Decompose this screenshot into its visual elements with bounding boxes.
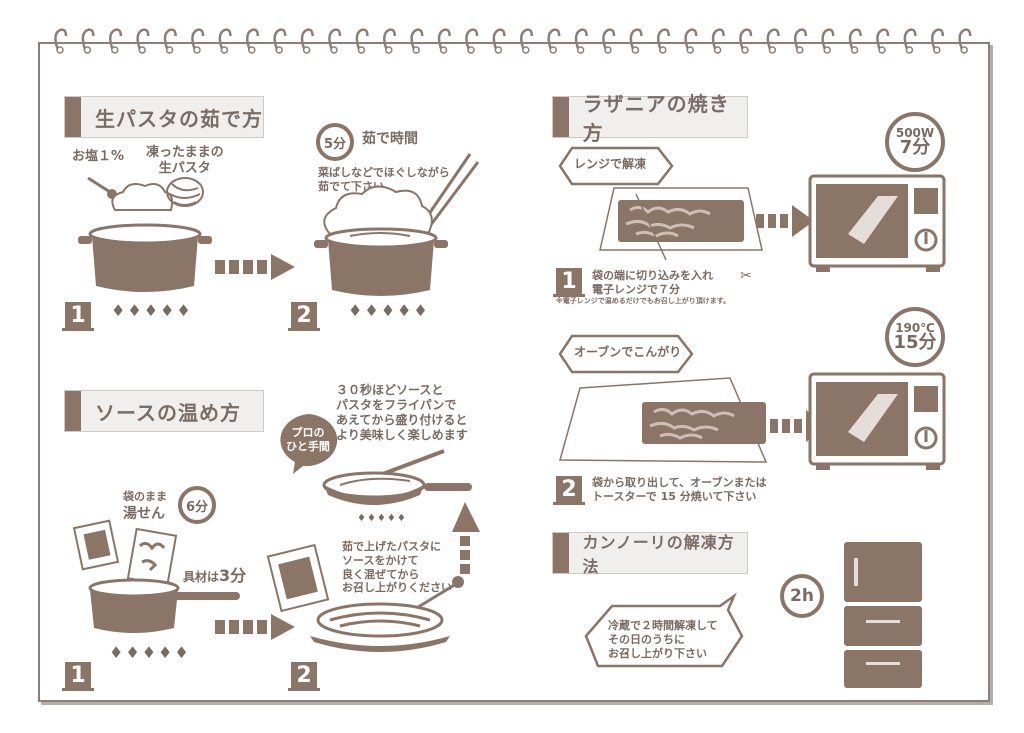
boil-time-text: 茹で時間 bbox=[362, 131, 418, 147]
flame-icon-2: ♦♦♦♦♦ bbox=[348, 301, 430, 320]
oven-badge: 190℃ 15分 bbox=[885, 307, 945, 367]
lasagna-step1-badge: 1 bbox=[553, 268, 585, 297]
dashed-arrow-icon-2 bbox=[215, 614, 295, 640]
pro-tip-text: ３０秒ほどソースと パスタをフライパンで あえてから盛り付けると より美味しく楽… bbox=[336, 383, 468, 442]
boiling-pot-icon bbox=[314, 153, 480, 296]
sauce-section-title: ソースの温め方 bbox=[95, 400, 241, 425]
refrigerator-icon bbox=[844, 542, 922, 688]
spiral-ring bbox=[903, 28, 917, 54]
spiral-ring bbox=[602, 28, 616, 54]
spiral-ring bbox=[465, 28, 479, 54]
pasta-section-header: 生パスタの茹で方 bbox=[64, 96, 264, 138]
spiral-ring bbox=[766, 28, 780, 54]
lasagna-tray-icon-2 bbox=[559, 377, 768, 463]
oven-icon bbox=[808, 372, 946, 470]
spiral-ring bbox=[273, 28, 287, 54]
frozen-pasta-label: 凍ったままの 生パスタ bbox=[146, 145, 224, 177]
oven-temp: 190℃ bbox=[895, 321, 935, 335]
pasta-section-title: 生パスタの茹で方 bbox=[95, 106, 263, 131]
bag-label-2: 湯せん bbox=[123, 506, 165, 522]
sauce-pot-icon bbox=[72, 519, 240, 633]
cannoli-speech-shape bbox=[584, 592, 744, 668]
up-arrow-icon bbox=[452, 502, 480, 574]
spiral-ring bbox=[410, 28, 424, 54]
sauce-step1-badge: 1 bbox=[62, 662, 94, 691]
spiral-ring bbox=[629, 28, 643, 54]
spiral-ring bbox=[163, 28, 177, 54]
pasta-step2-badge: 2 bbox=[288, 302, 320, 331]
spiral-ring bbox=[109, 28, 123, 54]
spiral-ring bbox=[328, 28, 342, 54]
lasagna-step1-note: ※電子レンジで温めるだけでもお召し上がり頂けます。 bbox=[556, 297, 731, 305]
spiral-ring bbox=[547, 28, 561, 54]
oven-label: オーブンでこんがり bbox=[574, 345, 682, 359]
cannoli-time-badge: 2h bbox=[780, 574, 824, 618]
spiral-ring bbox=[821, 28, 835, 54]
spiral-binding bbox=[54, 28, 972, 54]
spiral-ring bbox=[657, 28, 671, 54]
label-arrow-shape-2 bbox=[558, 334, 694, 374]
spiral-ring bbox=[191, 28, 205, 54]
ingredients-label: 具材は3分 bbox=[183, 566, 246, 586]
flame-icon-3: ♦♦♦♦♦ bbox=[109, 643, 191, 662]
spiral-ring bbox=[437, 28, 451, 54]
cannoli-text: 冷蔵で２時間解凍して その日のうちに お召し上がり下さい bbox=[608, 619, 718, 660]
microwave-time: 7分 bbox=[899, 137, 931, 158]
lasagna-step2-text: 袋から取り出して、オーブンまたは トースターで 15 分焼いて下さい bbox=[592, 476, 767, 503]
spiral-ring bbox=[492, 28, 506, 54]
pot-with-water-icon bbox=[78, 176, 212, 292]
spiral-ring bbox=[81, 28, 95, 54]
pasta-plate-icon bbox=[266, 543, 464, 652]
spiral-ring bbox=[136, 28, 150, 54]
flame-icon: ♦♦♦♦♦ bbox=[111, 301, 193, 320]
bag-label-1: 袋のまま bbox=[123, 490, 167, 503]
small-flame-icon: ♦♦♦♦♦ bbox=[357, 513, 407, 524]
spiral-ring bbox=[711, 28, 725, 54]
spiral-ring bbox=[876, 28, 890, 54]
label-arrow-shape bbox=[558, 146, 674, 186]
spiral-ring bbox=[739, 28, 753, 54]
spiral-ring bbox=[54, 28, 68, 54]
pasta-time-badge: 5分 bbox=[316, 123, 354, 161]
lasagna-step1-text: 袋の端に切り込みを入れ 電子レンジで７分 bbox=[592, 269, 713, 296]
spiral-ring bbox=[684, 28, 698, 54]
spiral-ring bbox=[246, 28, 260, 54]
microwave-watt: 500W bbox=[895, 126, 935, 140]
spiral-ring bbox=[958, 28, 972, 54]
salt-label: お塩１% bbox=[72, 149, 125, 164]
spiral-ring bbox=[355, 28, 369, 54]
spiral-ring bbox=[383, 28, 397, 54]
cannoli-section-header: カンノーリの解凍方法 bbox=[552, 532, 748, 576]
lasagna-step2-badge: 2 bbox=[553, 476, 585, 505]
spiral-ring bbox=[520, 28, 534, 54]
serve-note: 茹で上げたパスタに ソースをかけて 良く混ぜてから お召し上がりください bbox=[342, 540, 452, 595]
speech-bubble-icon bbox=[280, 414, 338, 474]
lasagna-tray-icon bbox=[599, 187, 763, 261]
frying-pan-icon bbox=[322, 449, 472, 505]
ingredients-prefix: 具材は bbox=[183, 570, 220, 584]
spiral-ring bbox=[218, 28, 232, 54]
sauce-step2-badge: 2 bbox=[288, 662, 320, 691]
pro-tip-bubble-text: プロの ひと手間 bbox=[286, 426, 330, 453]
scissors-icon: ✂ bbox=[740, 268, 752, 284]
oven-time: 15分 bbox=[893, 332, 937, 353]
microwave-label: レンジで解凍 bbox=[574, 157, 647, 171]
ingredients-time: 3分 bbox=[219, 566, 247, 585]
lasagna-section-header: ラザニアの焼き方 bbox=[552, 92, 748, 145]
spiral-ring bbox=[794, 28, 808, 54]
microwave-badge: 500W 7分 bbox=[885, 112, 945, 172]
pasta-step1-badge: 1 bbox=[62, 302, 94, 331]
microwave-icon bbox=[808, 174, 946, 272]
spiral-ring bbox=[300, 28, 314, 54]
lasagna-section-title: ラザニアの焼き方 bbox=[582, 92, 730, 145]
spiral-ring bbox=[574, 28, 588, 54]
dashed-arrow-icon bbox=[215, 254, 295, 280]
sauce-time-badge: 6分 bbox=[178, 486, 216, 524]
spiral-ring bbox=[848, 28, 862, 54]
sauce-section-header: ソースの温め方 bbox=[64, 390, 264, 432]
spiral-ring bbox=[931, 28, 945, 54]
cannoli-section-title: カンノーリの解凍方法 bbox=[582, 533, 735, 576]
dashed-arrow-icon-3 bbox=[756, 205, 814, 237]
